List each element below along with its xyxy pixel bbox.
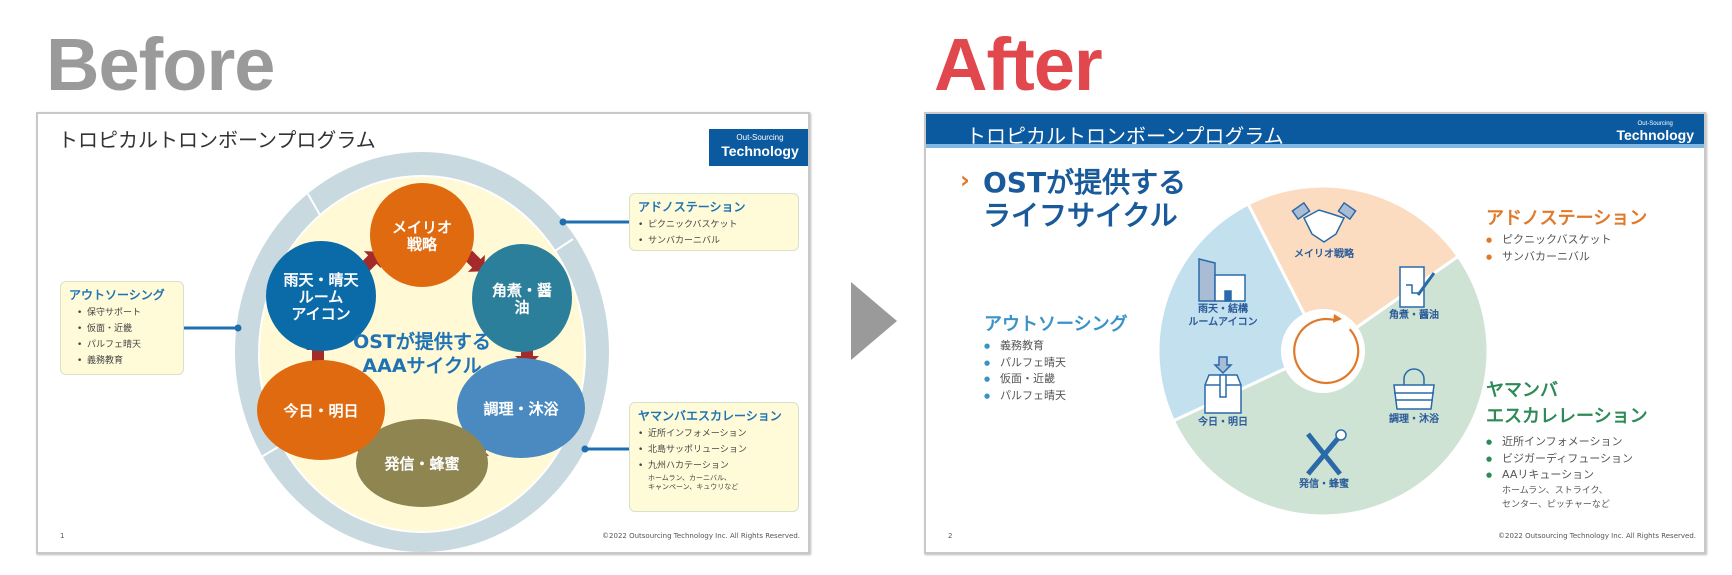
stage-label: 今日・明日 xyxy=(1197,415,1248,428)
section-title: アウトソーシング xyxy=(984,314,1128,335)
list-item: 九州ハカテーション xyxy=(638,458,790,474)
chevron-right-icon: › xyxy=(960,166,970,194)
list-item: ビジガーディフューション xyxy=(1486,451,1648,468)
list-item: サンバカーニバル xyxy=(1486,249,1647,266)
center-text-1: OSTが提供する xyxy=(353,330,491,353)
connector-dot xyxy=(559,218,567,226)
pie-segment-blue xyxy=(1156,201,1326,423)
callout-heading: アウトソーシング xyxy=(69,288,165,302)
connector-dot xyxy=(234,324,242,332)
list-item: 義務教育 xyxy=(77,353,175,369)
stage-label: 調理・沐浴 xyxy=(1389,412,1440,425)
list-item: 保守サポート xyxy=(77,305,175,321)
list-item: AAリキューション xyxy=(1486,467,1648,484)
center-text-2: AAAサイクル xyxy=(362,355,481,377)
tools-icon xyxy=(1306,429,1347,476)
callout-yamanba: ヤマンバエスカレーション 近所インフォメーション北島サッポリューション九州ハカテ… xyxy=(629,402,799,512)
section-yamanba: ヤマンバ エスカレレーション 近所インフォメーションビジガーディフューションAA… xyxy=(1486,378,1648,512)
cycle-arrow-icon xyxy=(1293,314,1360,385)
callout-heading: ヤマンバエスカレーション xyxy=(638,409,782,423)
sub-note: キャンペーン、キュウリなど xyxy=(648,483,739,491)
cycle-node xyxy=(370,183,474,287)
sub-note: センター、ピッチャーなど xyxy=(1502,499,1610,510)
slide-title: トロピカルトロンボーンプログラム xyxy=(966,124,1284,148)
list-item: パルフェ晴天 xyxy=(984,355,1128,372)
document-pen-icon xyxy=(1399,266,1436,308)
cycle-node xyxy=(266,241,376,351)
section-heading: OSTが提供するライフサイクル xyxy=(983,166,1186,232)
page-number: 2 xyxy=(948,532,953,540)
callout-adno: アドノステーション ピクニックバスケットサンバカーニバル xyxy=(629,193,799,251)
list-item: パルフェ晴天 xyxy=(984,388,1128,405)
stage-label: 発信・蜂蜜 xyxy=(1298,477,1349,490)
stage-label: ルームアイコン xyxy=(1188,316,1257,328)
building-icon xyxy=(1198,258,1246,302)
node-label: 今日・明日 xyxy=(282,402,358,420)
logo-top-text: Out-Sourcing xyxy=(1637,121,1673,127)
list-item: 仮面・近畿 xyxy=(984,371,1128,388)
bag-icon xyxy=(1393,368,1435,410)
node-label: 油 xyxy=(514,299,529,317)
section-outsourcing: アウトソーシング 義務教育パルフェ晴天仮面・近畿パルフェ晴天 xyxy=(984,312,1128,404)
box-icon xyxy=(1204,356,1242,414)
section-title: ヤマンバ xyxy=(1486,380,1558,401)
callout-outsourcing: アウトソーシング 保守サポート仮面・近畿パルフェ晴天義務教育 xyxy=(60,281,184,375)
section-adno: アドノステーション ピクニックバスケットサンバカーニバル xyxy=(1486,206,1647,265)
cycle-node xyxy=(457,358,585,458)
list-item: パルフェ晴天 xyxy=(77,337,175,353)
page-number: 1 xyxy=(60,532,65,540)
list-item: 北島サッポリューション xyxy=(638,442,790,458)
stage-label: メイリオ戦略 xyxy=(1294,247,1355,260)
node-label: アイコン xyxy=(291,305,350,323)
node-label: 調理・沐浴 xyxy=(483,400,559,418)
sub-note: ホームラン、カーニバル、 xyxy=(648,474,732,482)
list-item: ピクニックバスケット xyxy=(1486,232,1647,249)
section-title: エスカレレーション xyxy=(1486,406,1648,427)
logo-main-text: Technology xyxy=(721,143,799,159)
node-label: 戦略 xyxy=(407,236,438,254)
stage-label: 角煮・醤油 xyxy=(1389,308,1439,321)
list-item: 義務教育 xyxy=(984,338,1128,355)
right-arrow-icon xyxy=(851,282,897,360)
section-title: アドノステーション xyxy=(1486,208,1648,229)
cycle-node xyxy=(472,244,572,352)
list-item: 近所インフォメーション xyxy=(638,426,790,442)
logo-top-text: Out-Sourcing xyxy=(736,133,784,142)
node-label: 雨天・晴天 xyxy=(283,271,359,289)
copyright: ©2022 Outsourcing Technology Inc. All Ri… xyxy=(1498,532,1696,540)
cycle-node xyxy=(257,360,385,460)
heading-line: ライフサイクル xyxy=(983,199,1178,232)
copyright: ©2022 Outsourcing Technology Inc. All Ri… xyxy=(602,532,800,540)
sub-note: ホームラン、ストライク、 xyxy=(1502,485,1608,496)
slide-title: トロピカルトロンボーンプログラム xyxy=(58,128,376,152)
handshake-icon xyxy=(1291,201,1357,243)
node-label: ルーム xyxy=(299,288,344,306)
node-label: 発信・蜂蜜 xyxy=(383,455,459,473)
callout-heading: アドノステーション xyxy=(638,200,746,214)
before-label: Before xyxy=(46,23,275,106)
node-label: メイリオ xyxy=(392,219,452,237)
pie-segment-peach xyxy=(1246,184,1461,354)
connector-dot xyxy=(581,445,589,453)
heading-line: OSTが提供する xyxy=(983,166,1187,199)
cycle-node xyxy=(356,419,488,507)
logo-main-text: Technology xyxy=(1616,127,1694,143)
list-item: 近所インフォメーション xyxy=(1486,434,1648,451)
node-label: 角煮・醤 xyxy=(492,282,552,300)
stage-label: 雨天・結構 xyxy=(1198,302,1248,315)
header-bar xyxy=(926,114,1704,148)
after-label: After xyxy=(934,23,1103,106)
list-item: ピクニックバスケット xyxy=(638,217,790,233)
list-item: サンバカーニバル xyxy=(638,233,790,249)
list-item: 仮面・近畿 xyxy=(77,321,175,337)
